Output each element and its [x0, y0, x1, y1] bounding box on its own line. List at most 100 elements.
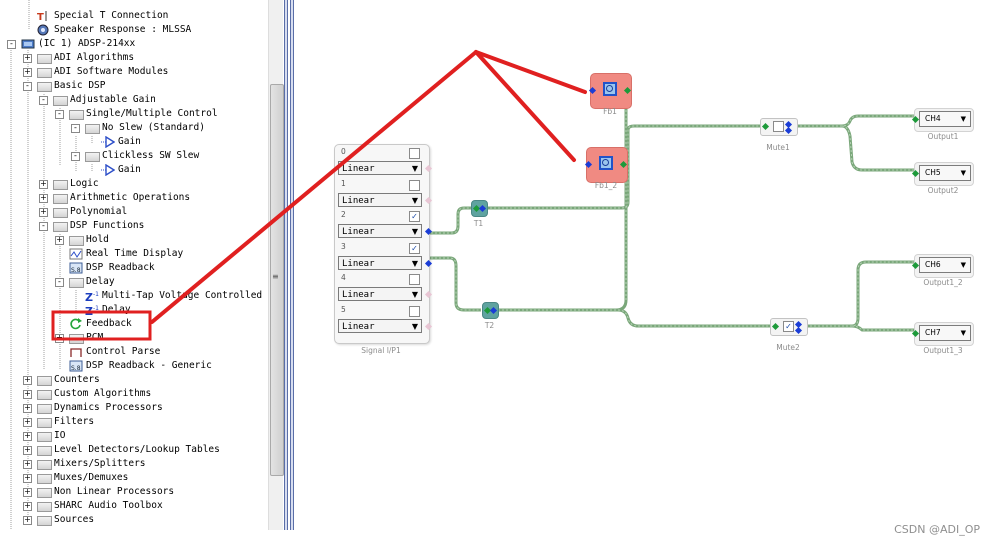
tree-item[interactable]: +Logic	[0, 177, 268, 191]
tree-item[interactable]: +Sources	[0, 513, 268, 527]
tree-scrollbar-thumb[interactable]	[270, 84, 284, 476]
channel-mode-select[interactable]: Linear▼	[338, 192, 422, 207]
output-block[interactable]: CH6▼	[911, 254, 974, 278]
expand-icon[interactable]: +	[23, 67, 32, 77]
tree-item[interactable]: +Muxes/Demuxes	[0, 471, 268, 485]
output-channel-select[interactable]: CH4▼	[919, 111, 971, 127]
channel-enable-checkbox[interactable]	[409, 274, 420, 285]
expand-icon[interactable]: +	[23, 473, 32, 483]
tree-item[interactable]: +Polynomial	[0, 205, 268, 219]
expand-icon[interactable]: +	[23, 375, 32, 385]
collapse-icon[interactable]: -	[55, 110, 64, 119]
tree-item[interactable]: Gain	[0, 135, 268, 149]
tree-scrollbar[interactable]: ≡	[268, 0, 284, 530]
tree-item[interactable]: + ADI Algorithms	[0, 51, 268, 65]
expand-icon[interactable]: +	[39, 193, 48, 203]
expand-icon[interactable]: +	[23, 445, 32, 455]
tree-item[interactable]: -Adjustable Gain	[0, 93, 268, 107]
expand-icon[interactable]: +	[23, 515, 32, 525]
tree-item[interactable]: Real Time Display	[0, 247, 268, 261]
channel-enable-checkbox[interactable]	[409, 179, 420, 191]
pane-splitter[interactable]	[284, 0, 294, 530]
output-block[interactable]: CH7▼	[911, 322, 974, 346]
collapse-icon[interactable]: -	[7, 40, 16, 49]
tree-item-label: ADI Software Modules	[54, 66, 169, 77]
channel-mode-select[interactable]: Linear▼	[338, 287, 422, 301]
tree-item-label: ADI Algorithms	[54, 52, 135, 63]
channel-enable-checkbox[interactable]	[409, 148, 420, 159]
tree-item[interactable]: +Mixers/Splitters	[0, 457, 268, 471]
tree-item[interactable]: +Arithmetic Operations	[0, 191, 268, 205]
tree-item[interactable]: -Clickless SW Slew	[0, 149, 268, 163]
t-block-t1[interactable]	[471, 200, 488, 217]
tree-item[interactable]: +Filters	[0, 415, 268, 429]
output-channel-select[interactable]: CH5▼	[919, 165, 971, 181]
input-pin[interactable]	[911, 115, 920, 124]
expand-icon[interactable]: +	[23, 389, 32, 399]
tree-item[interactable]: -(IC 1) ADSP-214xx	[0, 37, 268, 51]
expand-icon[interactable]: +	[23, 417, 32, 427]
chevron-down-icon: ▼	[960, 329, 966, 337]
tree-item[interactable]: +Level Detectors/Lookup Tables	[0, 443, 268, 457]
tree-item[interactable]: +Counters	[0, 373, 268, 387]
mute-block-mute1[interactable]	[760, 118, 798, 136]
output-channel-select[interactable]: CH7▼	[919, 325, 971, 341]
tree-item[interactable]: -Delay	[0, 275, 268, 289]
expand-icon[interactable]: +	[23, 403, 32, 413]
tree-item[interactable]: Feedback	[0, 317, 268, 331]
collapse-icon[interactable]: -	[39, 222, 48, 231]
expand-icon[interactable]: +	[23, 431, 32, 441]
expand-icon[interactable]: +	[39, 207, 48, 217]
expand-icon[interactable]: +	[23, 501, 32, 511]
channel-mode-select[interactable]: Linear▼	[338, 224, 422, 238]
tree-item[interactable]: Control Parse	[0, 345, 268, 359]
channel-enable-checkbox[interactable]	[409, 305, 420, 317]
tree-item[interactable]: -Single/Multiple Control	[0, 107, 268, 121]
tree-item[interactable]: +Hold	[0, 233, 268, 247]
tree-item[interactable]: -No Slew (Standard)	[0, 121, 268, 135]
output-block[interactable]: CH4▼	[911, 108, 974, 132]
expand-icon[interactable]: +	[23, 487, 32, 497]
feedback-block-fb1[interactable]	[588, 73, 632, 109]
expand-icon[interactable]: +	[23, 53, 32, 63]
collapse-icon[interactable]: -	[71, 124, 80, 133]
tree-item[interactable]: -DSP Functions	[0, 219, 268, 233]
expand-icon[interactable]: +	[39, 179, 48, 189]
collapse-icon[interactable]: -	[39, 96, 48, 105]
tree-item[interactable]: -Basic DSP	[0, 79, 268, 93]
tree-item[interactable]: +Custom Algorithms	[0, 387, 268, 401]
input-pin[interactable]	[911, 261, 920, 270]
tree-item[interactable]: + ADI Software Modules	[0, 65, 268, 79]
mute-block-mute2[interactable]: ✓	[770, 318, 808, 336]
tree-item[interactable]: +Non Linear Processors	[0, 485, 268, 499]
output-channel-select[interactable]: CH6▼	[919, 257, 971, 273]
mute2-checkbox[interactable]: ✓	[783, 321, 794, 332]
collapse-icon[interactable]: -	[55, 278, 64, 287]
tree-item[interactable]: +IO	[0, 429, 268, 443]
channel-mode-select[interactable]: Linear▼	[338, 161, 422, 175]
channel-mode-select[interactable]: Linear▼	[338, 255, 422, 270]
collapse-icon[interactable]: -	[71, 152, 80, 161]
tree-item[interactable]: Gain	[0, 163, 268, 177]
feedback-block-fb1-2[interactable]	[584, 147, 628, 183]
output-block[interactable]: CH5▼	[911, 162, 974, 186]
mute1-checkbox[interactable]	[773, 121, 784, 132]
tree-item[interactable]: +SHARC Audio Toolbox	[0, 499, 268, 513]
input-pin[interactable]	[911, 169, 920, 178]
tree-item[interactable]: +Dynamics Processors	[0, 401, 268, 415]
channel-index: 2	[341, 210, 346, 219]
tree-item[interactable]: Speaker Response : MLSSA	[0, 23, 268, 37]
channel-enable-checkbox[interactable]: ✓	[409, 242, 420, 254]
collapse-icon[interactable]: -	[23, 82, 32, 91]
t-block-t2[interactable]	[482, 302, 499, 319]
expand-icon[interactable]: +	[55, 235, 64, 245]
expand-icon[interactable]: +	[23, 459, 32, 469]
channel-enable-checkbox[interactable]: ✓	[409, 211, 420, 222]
channel-mode-select[interactable]: Linear▼	[338, 318, 422, 333]
input-pin[interactable]	[911, 329, 920, 338]
